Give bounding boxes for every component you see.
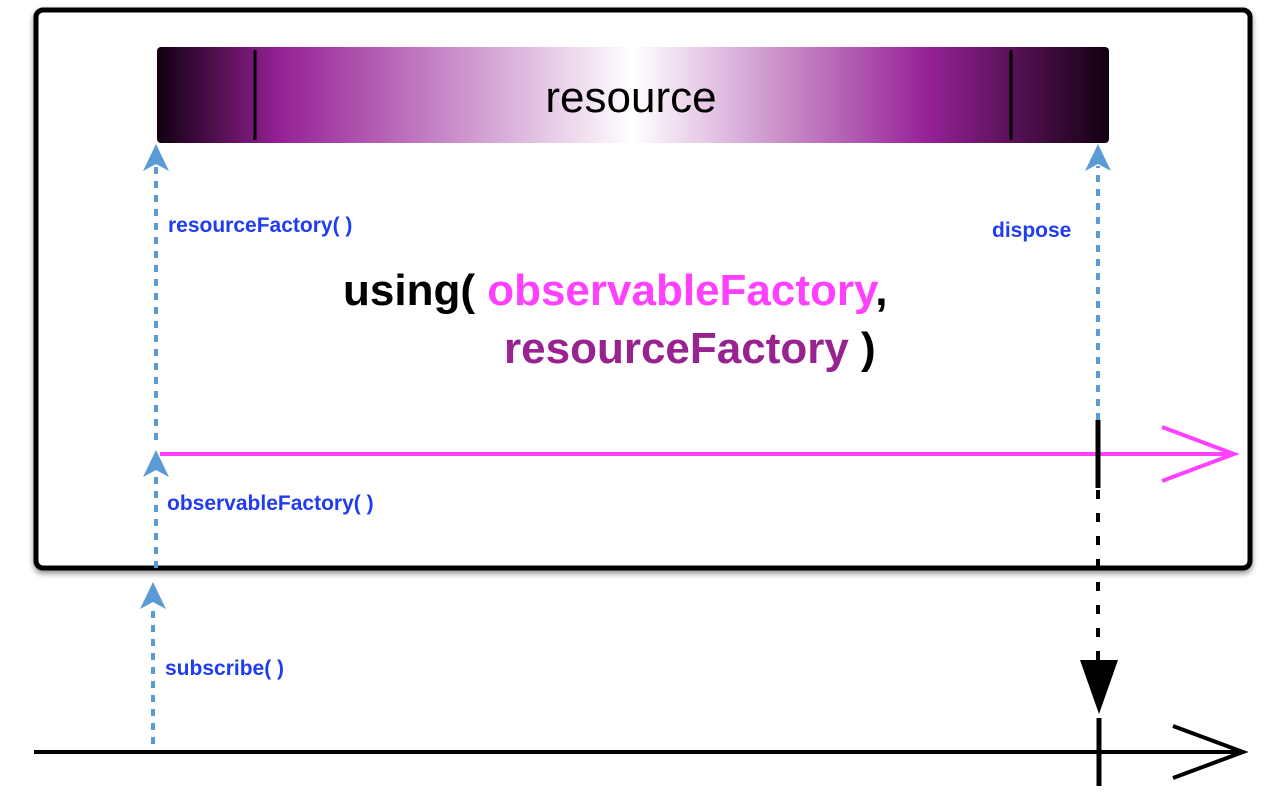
observable-factory-call-label: observableFactory( ) — [167, 492, 374, 515]
resource-factory-arg: resourceFactory — [504, 324, 849, 373]
dispose-label: dispose — [992, 219, 1071, 242]
using-expression-line-2: resourceFactory ) — [504, 324, 876, 373]
operator-frame — [33, 7, 1253, 571]
resource-factory-arrowhead — [143, 144, 169, 171]
result-timeline-arrowhead — [1172, 724, 1249, 780]
observable-factory-arrowhead — [143, 450, 169, 477]
dispose-arrowhead — [1085, 144, 1111, 171]
termination-arrowhead — [1080, 660, 1118, 714]
subscribe-arrowhead — [140, 582, 166, 609]
observable-factory-arg: observableFactory — [487, 266, 879, 315]
using-expression-line-1: using( observableFactory, — [343, 266, 887, 315]
using-close: ) — [849, 324, 876, 373]
subscribe-call-label: subscribe( ) — [165, 657, 284, 680]
using-open: using( — [343, 266, 487, 315]
resource-factory-call-label: resourceFactory( ) — [168, 214, 352, 237]
arg-comma: , — [875, 266, 887, 315]
observable-arrowhead — [1161, 425, 1240, 483]
resource-bar-label: resource — [545, 73, 716, 122]
resource-bar — [157, 47, 1109, 143]
